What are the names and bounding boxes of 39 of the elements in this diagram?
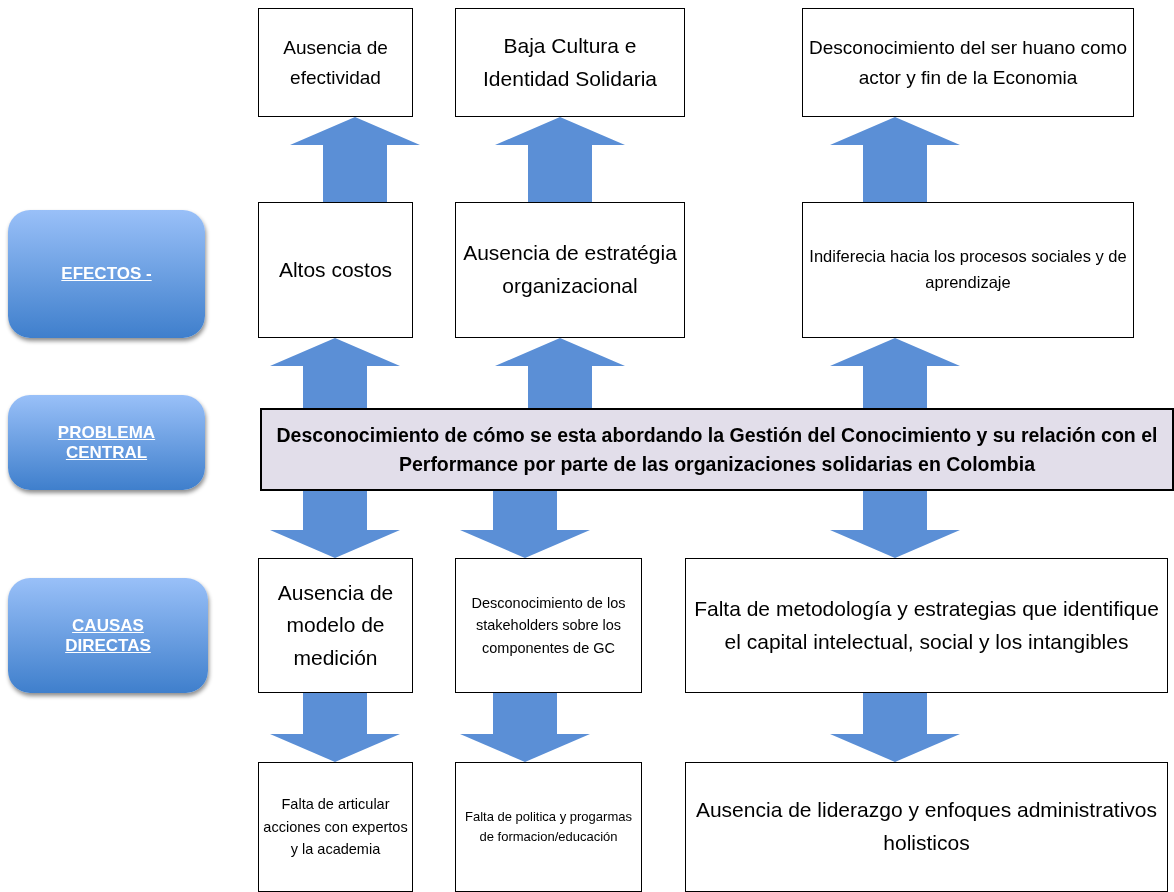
section-heading: CAUSAS DIRECTAS xyxy=(64,615,152,656)
box-text: Desconocimiento del ser huano como actor y fin de la Economia xyxy=(808,36,1128,90)
box-text: Altos costos xyxy=(278,256,393,283)
block-arrow xyxy=(290,117,420,202)
text-box xyxy=(802,8,1134,117)
box-text: Indiferecia hacia los procesos sociales y de aprendizaje xyxy=(808,246,1128,293)
box-text: Ausencia de liderazgo y enfoques administrativos holisticos xyxy=(694,797,1159,856)
text-box xyxy=(685,762,1168,892)
box-text: Ausencia de modelo de medición xyxy=(276,579,395,671)
box-text: Falta de articular acciones con expertos y la academia xyxy=(263,795,408,860)
central-problem-box xyxy=(260,408,1174,491)
box-text: Desconocimiento de los stakeholders sobre los componentes de GC xyxy=(470,593,627,658)
block-arrow xyxy=(270,693,400,762)
text-box xyxy=(455,202,685,338)
box-text: Ausencia de estratégia organizacional xyxy=(462,240,678,299)
box-text: Ausencia de efectividad xyxy=(282,36,389,90)
section-label xyxy=(8,395,205,490)
text-box xyxy=(455,762,642,892)
box-text: Baja Cultura e Identidad Solidaria xyxy=(482,32,658,92)
box-text: Desconocimiento de cómo se esta abordando la Gestión del Conocimiento y su relación con el Performance por parte de las organizaciones solidarias en Colombia xyxy=(275,423,1159,477)
text-box xyxy=(258,762,413,892)
section-label xyxy=(8,210,205,338)
block-arrow xyxy=(830,693,960,762)
section-heading: PROBLEMA CENTRAL xyxy=(56,422,157,463)
block-arrow xyxy=(495,117,625,202)
block-arrow xyxy=(830,117,960,202)
text-box xyxy=(685,558,1168,693)
text-box xyxy=(258,202,413,338)
text-box xyxy=(258,558,413,693)
section-heading: EFECTOS - xyxy=(61,264,152,284)
block-arrow xyxy=(830,491,960,558)
text-box xyxy=(455,558,642,693)
box-text: Falta de politica y progarmas de formacion/educación xyxy=(464,807,633,846)
text-box xyxy=(258,8,413,117)
box-text: Falta de metodología y estrategias que identifique el capital intelectual, social y los intangibles xyxy=(693,595,1160,655)
text-box xyxy=(802,202,1134,338)
text-box xyxy=(455,8,685,117)
section-label xyxy=(8,578,208,693)
block-arrow xyxy=(495,338,625,408)
